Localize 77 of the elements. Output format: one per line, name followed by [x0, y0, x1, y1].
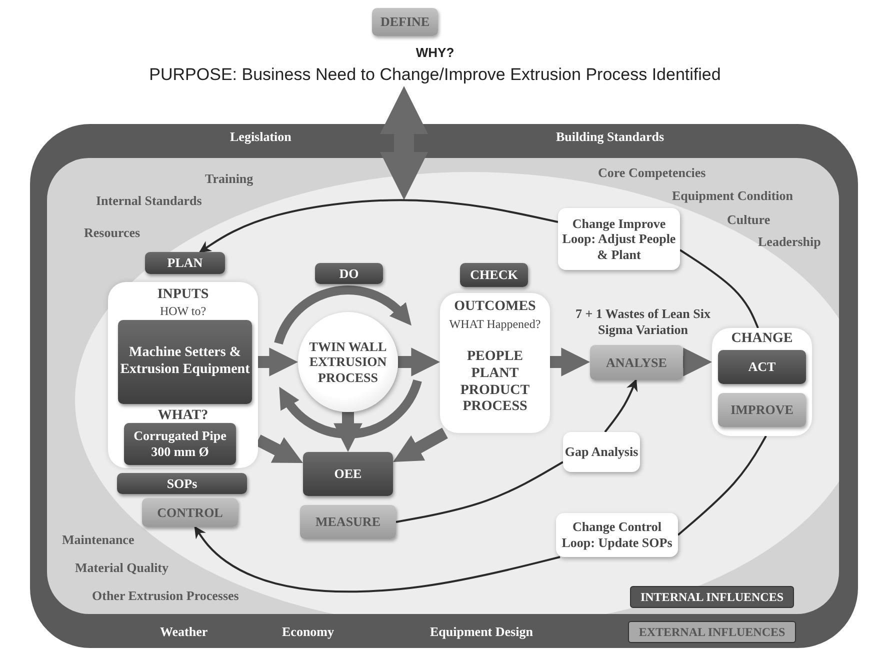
connector-line: [679, 249, 759, 328]
double-arrow: [380, 86, 428, 200]
box-title: Corrugated Pipe 300 mm Ø: [132, 428, 228, 460]
stage-box: [124, 423, 236, 465]
stage-box: [142, 498, 238, 527]
box-title: OEE: [334, 466, 362, 482]
connector-line: [677, 436, 767, 536]
box-title: DEFINE: [380, 14, 430, 30]
arrow: [199, 199, 558, 253]
stage-box: [718, 350, 806, 384]
box-title: SOPs: [166, 476, 198, 492]
box-title: ANALYSE: [606, 354, 667, 370]
box-title: ACT: [748, 359, 776, 375]
arrow: [604, 378, 638, 433]
influence-label: Resources: [84, 225, 140, 241]
box-title: CHANGE: [730, 331, 794, 348]
influence-label: Economy: [282, 624, 334, 640]
group-panel: [108, 282, 258, 468]
stage-box: [460, 263, 528, 287]
box-title: DO: [339, 266, 359, 282]
stage-box: [300, 505, 396, 539]
legend-key: INTERNAL INFLUENCES: [630, 586, 794, 608]
group-panel: [440, 293, 550, 433]
box-text: HOW to?: [158, 304, 208, 318]
group-panel: [712, 328, 812, 436]
block-arrow: [683, 348, 712, 376]
box-title: Change Improve Loop: Adjust People & Plant: [561, 216, 677, 262]
box-text: WHAT?: [156, 408, 210, 425]
box-title: CONTROL: [157, 504, 223, 520]
influence-label: Training: [205, 171, 254, 187]
box-title: Change Control Loop: Update SOPs: [560, 519, 674, 551]
block-arrow: [334, 412, 362, 452]
box-title: Machine Setters & Extrusion Equipment: [119, 345, 251, 379]
influence-label: Legislation: [230, 129, 292, 145]
influence-label: Equipment Condition: [672, 188, 794, 204]
stage-box: [303, 452, 393, 496]
arrow: [194, 526, 560, 593]
box-title: INPUTS: [156, 287, 210, 304]
influence-label: Culture: [727, 212, 770, 228]
block-arrow: [255, 434, 303, 463]
influence-label: Other Extrusion Processes: [92, 588, 239, 604]
block-arrow: [393, 428, 448, 462]
influence-label: Building Standards: [556, 129, 664, 145]
note-box: [556, 513, 678, 557]
question-heading: WHY?: [416, 45, 454, 61]
box-title: PLAN: [167, 255, 203, 271]
annotation-text: 7 + 1 Wastes of Lean Six Sigma Variation: [574, 306, 712, 338]
legend-key: EXTERNAL INFLUENCES: [628, 621, 796, 643]
influence-label: Core Competencies: [598, 165, 706, 181]
stage-box: [118, 320, 252, 404]
stage-box: [590, 345, 683, 380]
connector-line: [396, 461, 564, 523]
block-arrow: [398, 348, 440, 376]
purpose-statement: PURPOSE: Business Need to Change/Improve Extrusion Process Identified: [149, 64, 721, 85]
box-title: CHECK: [470, 267, 518, 283]
stage-box: [145, 252, 225, 274]
stage-box: [372, 8, 438, 36]
box-title: MEASURE: [315, 514, 380, 530]
block-arrow: [550, 348, 590, 376]
note-box: [558, 208, 680, 270]
box-text: PEOPLE PLANT PRODUCT PROCESS: [459, 349, 531, 416]
influence-label: Maintenance: [62, 532, 134, 548]
influence-label: Material Quality: [75, 560, 169, 576]
influence-label: Equipment Design: [430, 624, 533, 640]
influence-label: Weather: [160, 624, 208, 640]
block-arrow: [258, 348, 298, 376]
influence-label: Leadership: [758, 234, 821, 250]
influence-label: Internal Standards: [96, 193, 202, 209]
stage-box: [718, 393, 806, 427]
note-box: [563, 432, 640, 472]
box-title: Gap Analysis: [564, 444, 638, 460]
box-title: IMPROVE: [730, 402, 794, 418]
box-title: TWIN WALL EXTRUSION PROCESS: [308, 338, 388, 386]
box-text: WHAT Happened?: [448, 317, 542, 332]
stage-box: [117, 473, 247, 494]
stage-box: [315, 263, 383, 284]
box-title: OUTCOMES: [453, 299, 537, 316]
